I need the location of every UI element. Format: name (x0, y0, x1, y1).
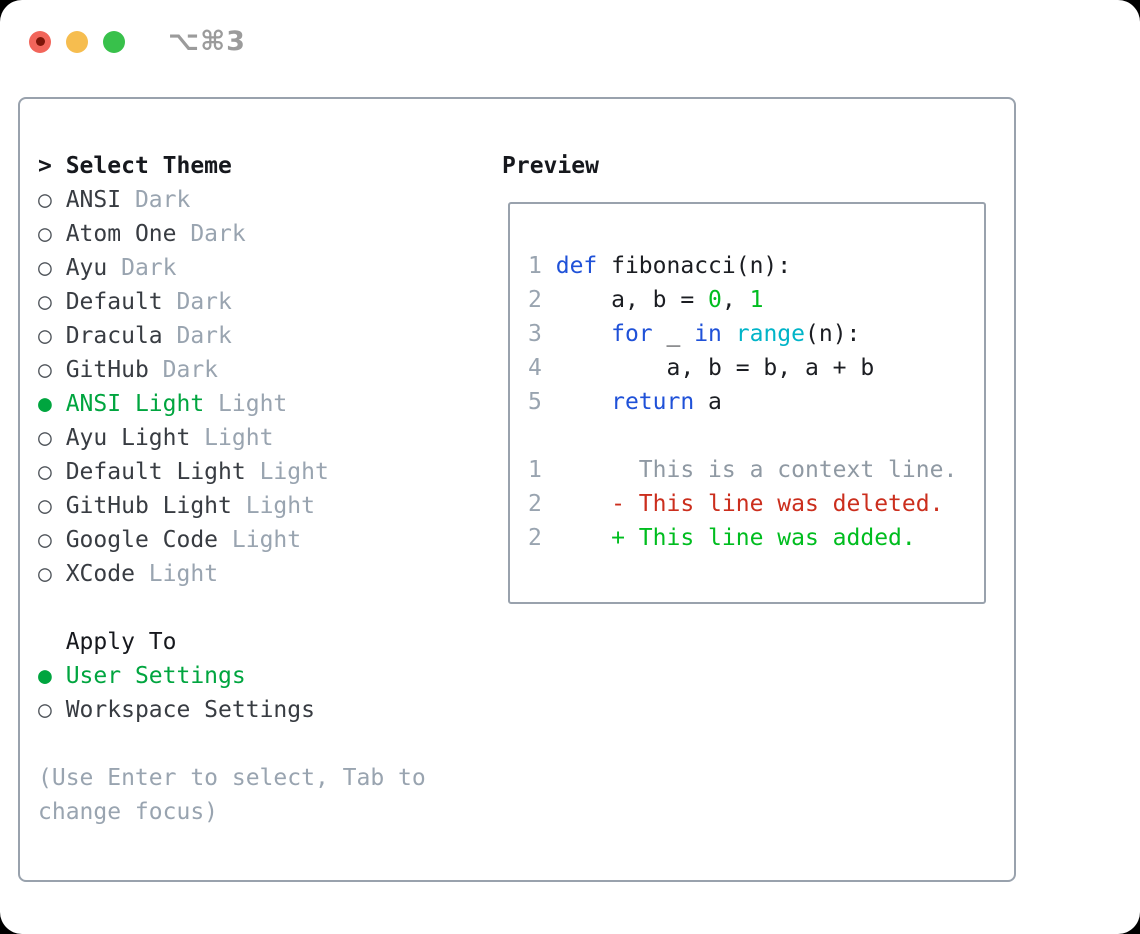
theme-option-default[interactable]: ○ Default Dark (38, 285, 468, 319)
preview-code-line: 3 for _ in range(n): (528, 321, 861, 347)
line-number: 5 (528, 389, 542, 415)
preview-code-line: 2 a, b = 0, 1 (528, 287, 764, 313)
radio-icon: ○ (38, 561, 66, 587)
apply-to-header: Apply To (38, 625, 468, 659)
unsaved-changes-dot-icon (35, 37, 45, 46)
theme-variant-badge: Light (204, 391, 288, 417)
theme-variant-badge: Light (134, 561, 219, 587)
theme-option-atom-one[interactable]: ○ Atom One Dark (38, 217, 468, 251)
radio-icon: ● (38, 663, 66, 689)
line-number: 2 (528, 491, 542, 517)
theme-name: GitHub Light (65, 493, 232, 519)
apply-option-workspace-settings[interactable]: ○ Workspace Settings (38, 693, 468, 727)
apply-option-name: Workspace Settings (65, 697, 315, 723)
theme-option-default-light[interactable]: ○ Default Light Light (38, 455, 468, 489)
theme-variant-badge: Light (190, 425, 274, 451)
theme-variant-badge: Dark (107, 255, 177, 281)
theme-name: Atom One (65, 221, 177, 247)
theme-name: Ayu Light (65, 425, 191, 451)
theme-option-dracula[interactable]: ○ Dracula Dark (38, 319, 468, 353)
theme-option-ansi-light[interactable]: ● ANSI Light Light (38, 387, 468, 421)
theme-name: XCode (65, 561, 135, 587)
radio-icon: ○ (38, 289, 66, 315)
help-text: (Use Enter to select, Tab to change focu… (38, 765, 426, 825)
theme-option-ayu[interactable]: ○ Ayu Dark (38, 251, 468, 285)
radio-icon: ○ (38, 323, 66, 349)
radio-icon: ○ (38, 697, 66, 723)
radio-icon: ○ (38, 255, 66, 281)
preview-code-line: 1 def fibonacci(n): (528, 253, 792, 279)
zoom-button[interactable] (103, 30, 125, 53)
theme-name: GitHub (65, 357, 149, 383)
apply-option-name: User Settings (65, 663, 246, 689)
theme-variant-badge: Dark (121, 187, 191, 213)
theme-name: Default (65, 289, 163, 315)
theme-name: Ayu (65, 255, 108, 281)
theme-option-ansi[interactable]: ○ ANSI Dark (38, 183, 468, 217)
line-number: 1 (528, 253, 542, 279)
theme-variant-badge: Dark (176, 221, 246, 247)
theme-name: Dracula (65, 323, 163, 349)
radio-icon: ○ (38, 527, 66, 553)
spacer (38, 591, 468, 625)
focus-arrow-icon: > (38, 153, 66, 179)
preview-code-line (528, 419, 984, 453)
theme-variant-badge: Dark (162, 289, 232, 315)
line-number: 4 (528, 355, 542, 381)
theme-variant-badge: Dark (148, 357, 219, 383)
radio-icon: ○ (38, 493, 66, 519)
line-number: 2 (528, 525, 542, 551)
preview-code-line: 4 a, b = b, a + b (528, 355, 875, 381)
preview-title: Preview (502, 153, 599, 179)
line-number: 3 (528, 321, 542, 347)
apply-option-user-settings[interactable]: ● User Settings (38, 659, 468, 693)
theme-list: > Select Theme○ ANSI Dark○ Atom One Dark… (38, 149, 468, 829)
radio-icon: ● (38, 391, 66, 417)
theme-variant-badge: Light (245, 459, 329, 485)
radio-icon: ○ (38, 459, 66, 485)
preview-code-line: 2 - This line was deleted. (528, 491, 944, 517)
apply-to-label: Apply To (38, 629, 177, 655)
theme-name: Default Light (65, 459, 246, 485)
line-number: 1 (528, 457, 542, 483)
theme-option-github[interactable]: ○ GitHub Dark (38, 353, 468, 387)
radio-icon: ○ (38, 187, 66, 213)
theme-option-xcode[interactable]: ○ XCode Light (38, 557, 468, 591)
select-theme-label: Select Theme (65, 153, 232, 179)
theme-variant-badge: Light (231, 493, 315, 519)
radio-icon: ○ (38, 221, 66, 247)
close-button[interactable] (29, 30, 51, 53)
preview-box: 1 def fibonacci(n): 2 a, b = 0, 1 3 for _ … (508, 202, 986, 604)
select-theme-header: > Select Theme (38, 149, 468, 183)
preview-code: 1 def fibonacci(n): 2 a, b = 0, 1 3 for _ … (528, 249, 984, 555)
titlebar: ⌥⌘3 (29, 26, 246, 57)
window-title: ⌥⌘3 (168, 26, 246, 57)
theme-option-google-code[interactable]: ○ Google Code Light (38, 523, 468, 557)
preview-code-line: 5 return a (528, 389, 722, 415)
radio-icon: ○ (38, 425, 66, 451)
theme-selector-panel: > Select Theme○ ANSI Dark○ Atom One Dark… (18, 97, 1016, 882)
preview-code-line: 1 This is a context line. (528, 457, 958, 483)
radio-icon: ○ (38, 357, 66, 383)
preview-code-line: 2 + This line was added. (528, 525, 916, 551)
theme-variant-badge: Dark (162, 323, 232, 349)
theme-variant-badge: Light (218, 527, 302, 553)
minimize-button[interactable] (66, 30, 88, 53)
theme-name: ANSI Light (65, 391, 205, 417)
theme-option-ayu-light[interactable]: ○ Ayu Light Light (38, 421, 468, 455)
theme-name: ANSI (65, 187, 122, 213)
theme-option-github-light[interactable]: ○ GitHub Light Light (38, 489, 468, 523)
theme-name: Google Code (65, 527, 219, 553)
line-number: 2 (528, 287, 542, 313)
